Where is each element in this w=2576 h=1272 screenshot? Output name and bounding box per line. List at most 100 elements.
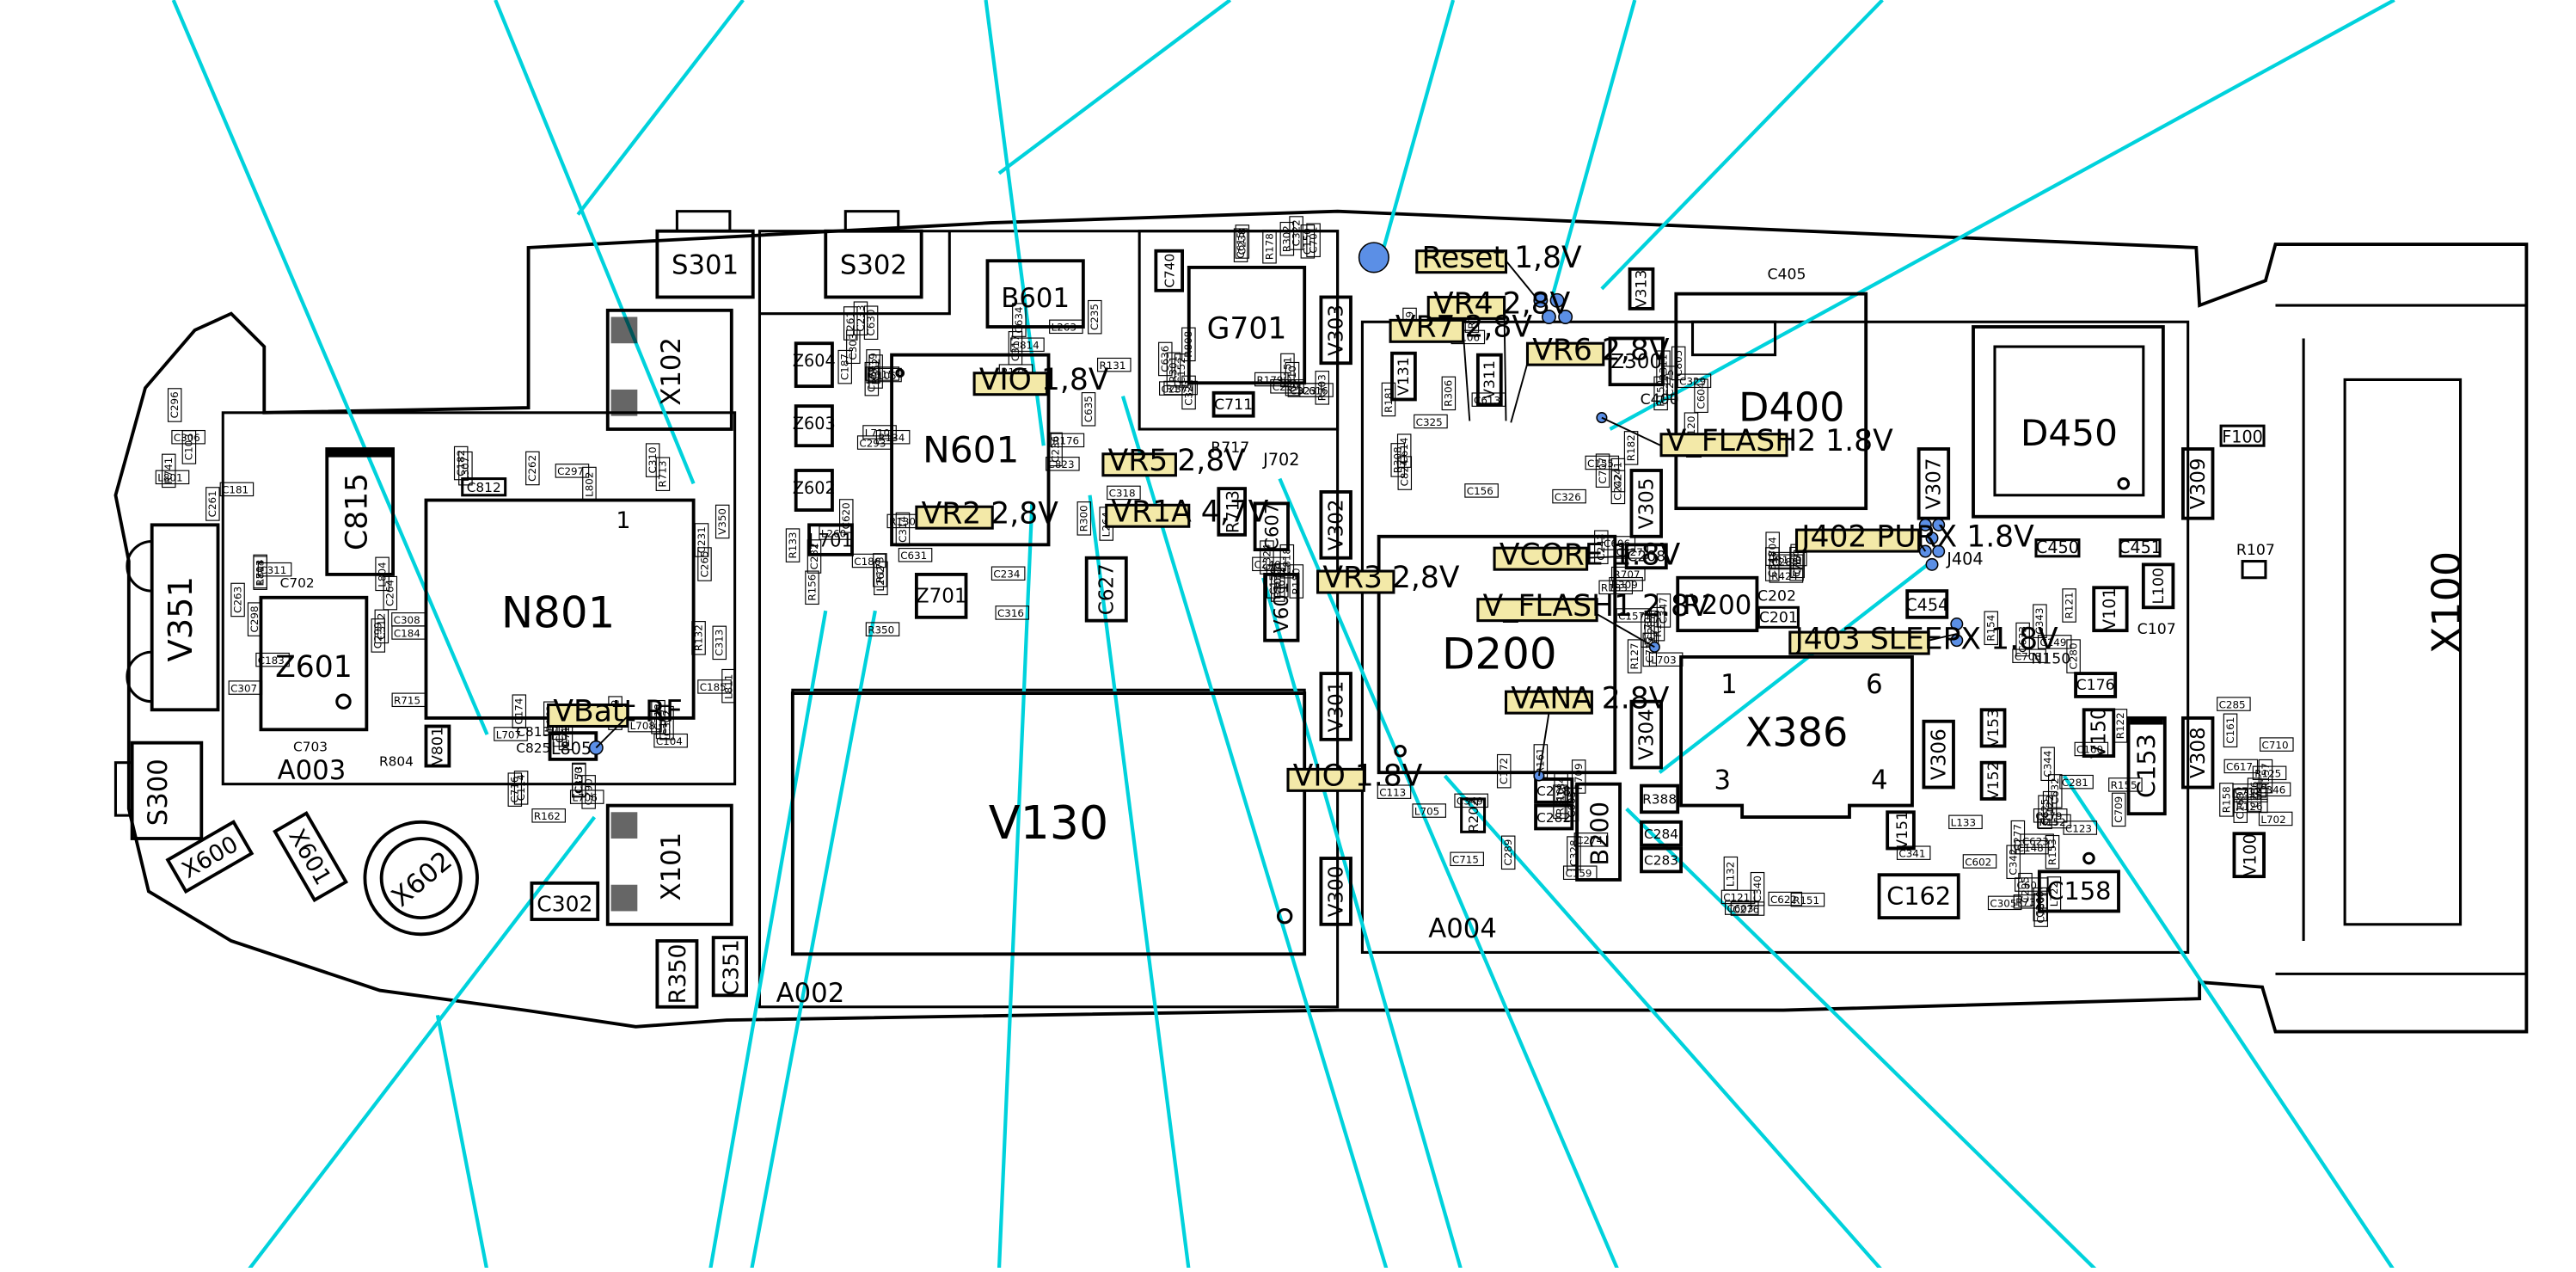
label-c812: C812	[467, 480, 501, 495]
component-ref-label: C122	[2044, 795, 2056, 821]
component-ref-label: L133	[1951, 817, 1976, 829]
component-ref-label: C173	[573, 766, 585, 793]
component-footprint	[1289, 216, 1303, 250]
component-ref-label: R184	[1555, 777, 1567, 803]
leader-lines	[171, 0, 2396, 1272]
component-ref-label: C104	[656, 735, 683, 747]
label-n801: N801	[501, 587, 616, 637]
component-footprint	[1656, 350, 1671, 384]
component-ref-label: R183	[1601, 582, 1628, 594]
component-ref-label: C243	[1595, 534, 1607, 561]
component-ref-label: R709	[1573, 763, 1585, 790]
component-ref-label: C231	[696, 526, 708, 553]
component-footprint	[2042, 790, 2058, 826]
svg-text:VANA 2.8V: VANA 2.8V	[1511, 681, 1670, 716]
component-ref-label: C315	[868, 368, 894, 380]
component-ref-label: C349	[1457, 796, 1483, 808]
component-ref-label: R132	[692, 624, 704, 651]
component-footprint	[697, 547, 712, 581]
component-footprint	[1601, 536, 1636, 550]
component-footprint	[1377, 784, 1412, 799]
component-ref-label: C150	[1302, 228, 1314, 255]
component-ref-label: R134	[878, 432, 905, 444]
component-footprint	[651, 699, 665, 734]
component-ref-label: C345	[2236, 790, 2263, 802]
component-ref-label: R180	[1291, 568, 1303, 594]
component-footprint	[1594, 530, 1609, 565]
component-ref-label: C346	[2259, 784, 2285, 796]
component-ref-label: C350	[573, 767, 585, 794]
component-footprint	[1450, 851, 1484, 867]
component-footprint	[1648, 652, 1684, 667]
component-footprint	[2038, 795, 2052, 830]
component-footprint	[1730, 901, 1765, 916]
label-c702: C702	[280, 575, 315, 591]
svg-text:VIO 1,8V: VIO 1,8V	[979, 363, 1109, 397]
component-ref-label: C152	[1175, 357, 1187, 384]
component-footprint	[991, 566, 1026, 581]
component-footprint	[2015, 622, 2030, 657]
component-footprint	[655, 457, 671, 491]
component-footprint	[230, 582, 245, 618]
component-footprint	[1271, 568, 1285, 602]
component-ref-label: R424	[1771, 570, 1798, 582]
component-footprint	[2033, 893, 2049, 927]
component-ref-label: C325	[1416, 416, 1443, 428]
component-footprint	[1496, 753, 1512, 789]
component-ref-label: C182	[455, 450, 467, 476]
label-v101: V101	[2100, 587, 2119, 630]
component-ref-label: C610	[1286, 366, 1298, 392]
svg-text:1: 1	[1720, 669, 1738, 700]
tag-j402: J402 PURX 1.8V	[1794, 519, 2034, 554]
component-footprint	[2059, 774, 2094, 790]
label-c703: C703	[293, 739, 328, 754]
component-ref-label: C310	[647, 446, 659, 473]
label-x101: X101	[656, 833, 687, 901]
label-v150: V150	[2088, 707, 2111, 759]
component-ref-label: C342	[2008, 849, 2020, 876]
label-b200: B200	[1585, 802, 1615, 866]
component-ref-label: C605	[1566, 791, 1578, 818]
component-ref-label: L132	[1725, 862, 1737, 887]
label-c627: C627	[1095, 563, 1118, 615]
svg-text:VCORE 1.8V: VCORE 1.8V	[1500, 538, 1681, 572]
component-footprint	[1694, 378, 1708, 414]
label-r713: R713	[1223, 490, 1242, 533]
small-component-labels: C103L307C307C308V350R156R352R350C814C823…	[155, 216, 2294, 927]
component-footprint	[205, 487, 220, 521]
component-footprint	[1166, 352, 1181, 387]
component-footprint	[1285, 361, 1300, 396]
component-footprint	[228, 680, 263, 695]
component-ref-label: C623	[2022, 835, 2049, 847]
component-footprint	[1627, 639, 1642, 673]
component-footprint	[2260, 737, 2294, 752]
component-ref-label: C234	[993, 568, 1020, 581]
component-footprint	[1552, 489, 1586, 504]
component-ref-label: C344	[2041, 751, 2053, 777]
component-footprint	[697, 679, 732, 694]
component-ref-label: L260	[821, 527, 846, 539]
label-c283: C283	[1644, 853, 1678, 869]
component-footprint	[582, 466, 597, 501]
label-s300: S300	[143, 759, 174, 826]
component-ref-label: L706	[572, 791, 597, 803]
label-l805: L805	[551, 739, 592, 759]
component-footprint	[581, 775, 596, 809]
component-footprint	[253, 556, 267, 590]
component-footprint	[862, 425, 897, 439]
label-z603: Z603	[793, 414, 836, 433]
component-footprint	[1262, 229, 1277, 264]
label-d450: D450	[2021, 412, 2118, 454]
tag-vio-top: VIO 1,8V	[972, 363, 1109, 397]
label-c400: C400	[1641, 391, 1679, 409]
label-s302: S302	[840, 250, 907, 281]
component-footprint	[1454, 793, 1488, 808]
component-ref-label: C326	[1555, 491, 1581, 503]
component-footprint	[866, 349, 880, 384]
component-ref-label: R133	[787, 532, 799, 559]
label-v801: V801	[430, 727, 447, 765]
component-footprint	[1650, 606, 1665, 642]
component-footprint	[1390, 443, 1405, 477]
component-footprint	[374, 609, 389, 644]
component-ref-label: C105	[870, 370, 897, 382]
